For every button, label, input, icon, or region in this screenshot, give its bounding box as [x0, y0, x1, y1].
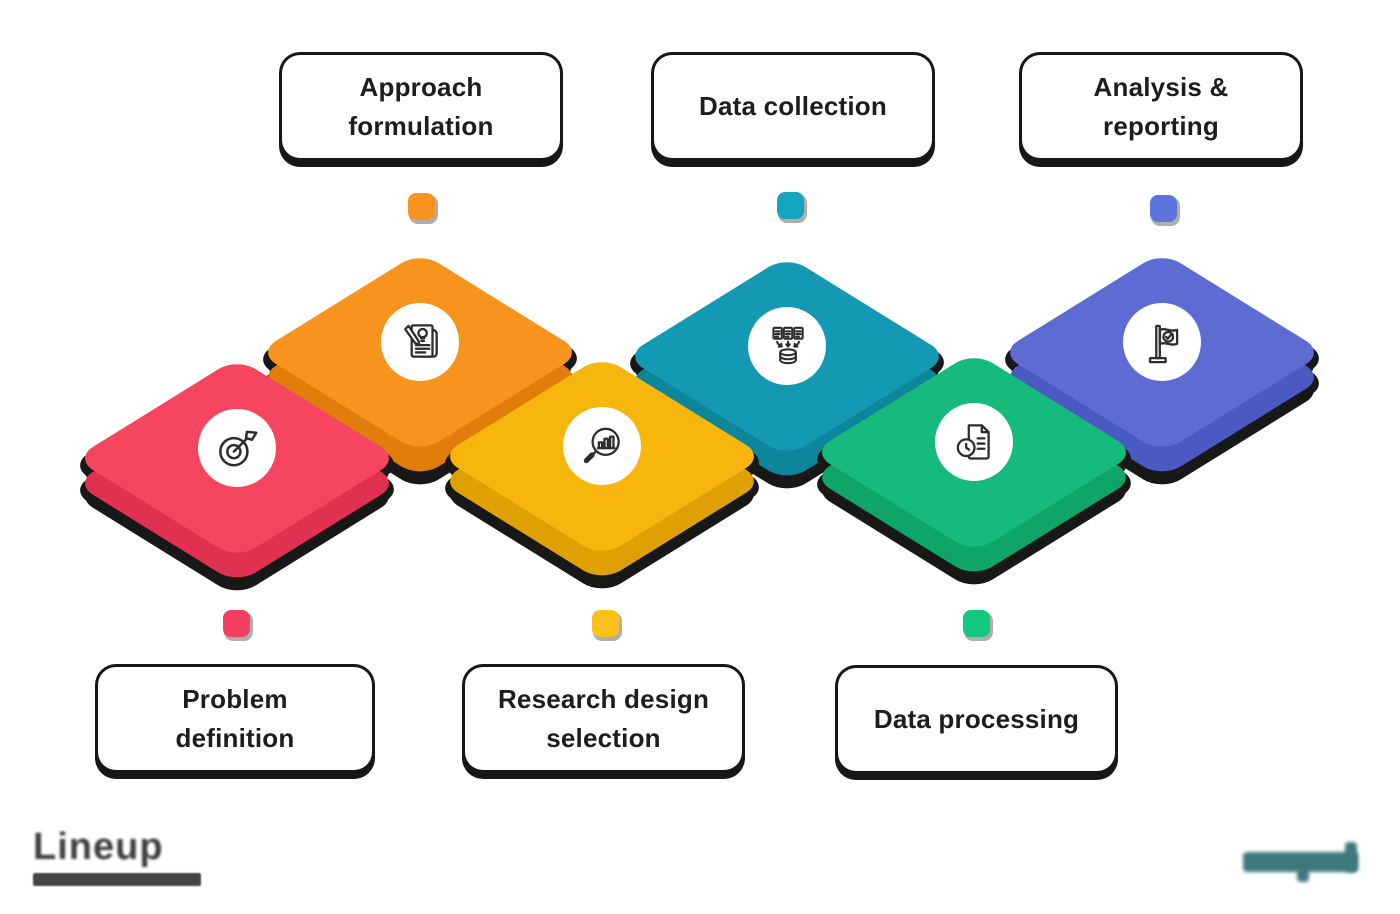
label-text: Research design selection: [497, 683, 710, 753]
label-data-collection: Data collection: [654, 55, 932, 158]
connector-dot-analysis: [1150, 195, 1177, 222]
connector-dot-processing: [963, 610, 990, 637]
watermark-right-blob: [1243, 852, 1358, 872]
label-text: Problem definition: [175, 683, 295, 753]
step-data-collection-diamond: [624, 255, 950, 586]
document-clock-icon: [935, 403, 1013, 481]
step-research-design-diamond: [439, 355, 765, 686]
flag-check-icon: [1123, 303, 1201, 381]
label-problem-definition: Problem definition: [98, 667, 372, 770]
step-problem-definition-diamond: [74, 357, 400, 688]
connector-dot-collection: [777, 192, 804, 219]
watermark-left-tagline-bar: [33, 873, 201, 886]
step-analysis-reporting-diamond: [999, 251, 1325, 582]
documents-into-database-icon: [748, 307, 826, 385]
connector-dot-research: [592, 610, 619, 637]
step-data-processing-diamond: [811, 351, 1137, 682]
label-approach-formulation: Approach formulation: [282, 55, 560, 158]
label-research-design-selection: Research design selection: [465, 667, 742, 770]
label-text: Data processing: [873, 704, 1080, 734]
label-text: Data collection: [699, 91, 887, 121]
watermark-right-blob: [1297, 868, 1309, 882]
watermark-left-logo: Lineup: [33, 826, 201, 886]
label-data-processing: Data processing: [838, 668, 1115, 771]
label-text: Analysis & reporting: [1093, 71, 1229, 141]
target-arrow-icon: [198, 409, 276, 487]
watermark-right-blob: [1345, 842, 1357, 872]
connector-dot-approach: [408, 193, 435, 220]
label-text: Approach formulation: [348, 71, 494, 141]
idea-document-pencil-icon: [381, 303, 459, 381]
step-approach-formulation-diamond: [257, 251, 583, 582]
label-analysis-reporting: Analysis & reporting: [1022, 55, 1300, 158]
watermark-right-logo: [1243, 840, 1378, 885]
magnifier-bar-chart-icon: [563, 407, 641, 485]
watermark-left-text: Lineup: [33, 826, 164, 868]
connector-dot-problem: [223, 610, 250, 637]
